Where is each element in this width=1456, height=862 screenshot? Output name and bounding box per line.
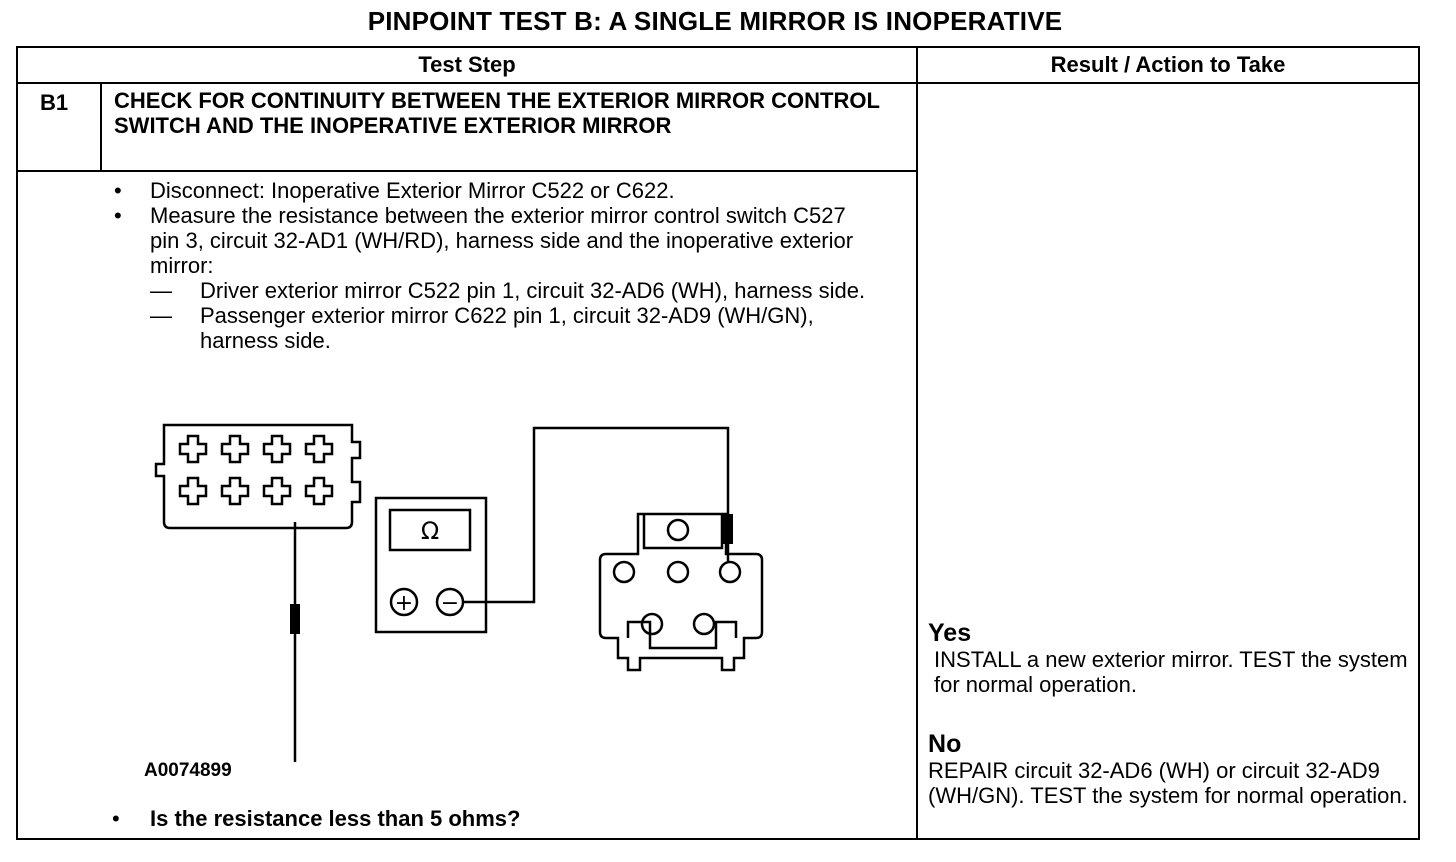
bullet-icon: • xyxy=(114,203,122,228)
mirror-connector-outline xyxy=(598,512,764,672)
instruction-text: Disconnect: Inoperative Exterior Mirror … xyxy=(150,178,675,203)
bullet-icon: • xyxy=(114,178,122,203)
yes-action: INSTALL a new exterior mirror. TEST the … xyxy=(934,647,1408,697)
mirror-pin xyxy=(718,560,742,584)
mirror-pin xyxy=(666,518,690,542)
step-instructions: • Disconnect: Inoperative Exterior Mirro… xyxy=(112,178,872,353)
minus-symbol: − xyxy=(441,591,459,616)
negative-probe-tip xyxy=(723,514,733,544)
list-item: • Measure the resistance between the ext… xyxy=(112,203,872,353)
mirror-pin xyxy=(666,560,690,584)
step-body: • Disconnect: Inoperative Exterior Mirro… xyxy=(15,170,919,840)
result-cell: Yes INSTALL a new exterior mirror. TEST … xyxy=(916,82,1421,840)
list-item: • Disconnect: Inoperative Exterior Mirro… xyxy=(112,178,872,203)
mirror-connector-latch xyxy=(642,514,724,550)
no-result: No REPAIR circuit 32-AD6 (WH) or circuit… xyxy=(928,730,1408,808)
yes-label: Yes xyxy=(928,619,972,647)
step-id: B1 xyxy=(16,82,102,172)
test-step-header: Test Step xyxy=(15,46,919,84)
step-heading-row: B1 CHECK FOR CONTINUITY BETWEEN THE EXTE… xyxy=(16,82,1421,840)
ohm-symbol: Ω xyxy=(421,517,439,545)
sub-instruction-text: Driver exterior mirror C522 pin 1, circu… xyxy=(200,278,866,303)
plus-symbol: + xyxy=(395,591,413,616)
positive-probe-tip xyxy=(290,604,300,634)
no-label: No xyxy=(928,730,962,758)
switch-connector-pins xyxy=(178,434,334,506)
page-title: PINPOINT TEST B: A SINGLE MIRROR IS INOP… xyxy=(367,6,1063,36)
step-heading: CHECK FOR CONTINUITY BETWEEN THE EXTERIO… xyxy=(99,82,919,172)
sub-instructions: — Driver exterior mirror C522 pin 1, cir… xyxy=(150,278,872,353)
negative-test-lead xyxy=(463,426,730,604)
sub-list-item: — Passenger exterior mirror C622 pin 1, … xyxy=(150,303,872,353)
mirror-pin xyxy=(692,612,716,636)
meter-positive-jack xyxy=(389,587,419,617)
positive-test-lead xyxy=(293,522,297,762)
dash-icon: — xyxy=(150,278,172,303)
sub-list-item: — Driver exterior mirror C522 pin 1, cir… xyxy=(150,278,872,303)
step-body-row: • Disconnect: Inoperative Exterior Mirro… xyxy=(15,170,1419,840)
sub-instruction-text: Passenger exterior mirror C622 pin 1, ci… xyxy=(200,303,814,353)
pinpoint-test-table: Test Step Result / Action to Take B1 CHE… xyxy=(15,46,1421,840)
bullet-icon: • xyxy=(112,806,120,831)
header-row: Test Step Result / Action to Take xyxy=(15,46,1421,84)
mirror-pin xyxy=(612,560,636,584)
mirror-connector-lower-notch xyxy=(626,620,738,650)
step-question: • Is the resistance less than 5 ohms? xyxy=(112,806,520,832)
instruction-text: Measure the resistance between the exter… xyxy=(150,203,854,278)
meter-display xyxy=(388,508,472,552)
figure-id: A0074899 xyxy=(144,760,232,781)
dash-icon: — xyxy=(150,303,172,328)
switch-connector-outline xyxy=(154,423,362,530)
mirror-pin xyxy=(640,612,664,636)
result-header: Result / Action to Take xyxy=(916,46,1421,84)
yes-result: Yes INSTALL a new exterior mirror. TEST … xyxy=(928,619,1408,697)
question-text: Is the resistance less than 5 ohms? xyxy=(150,806,521,831)
multimeter-body xyxy=(374,496,488,634)
no-action: REPAIR circuit 32-AD6 (WH) or circuit 32… xyxy=(928,758,1408,808)
ohmmeter-test-diagram: Ω + − xyxy=(154,423,764,762)
